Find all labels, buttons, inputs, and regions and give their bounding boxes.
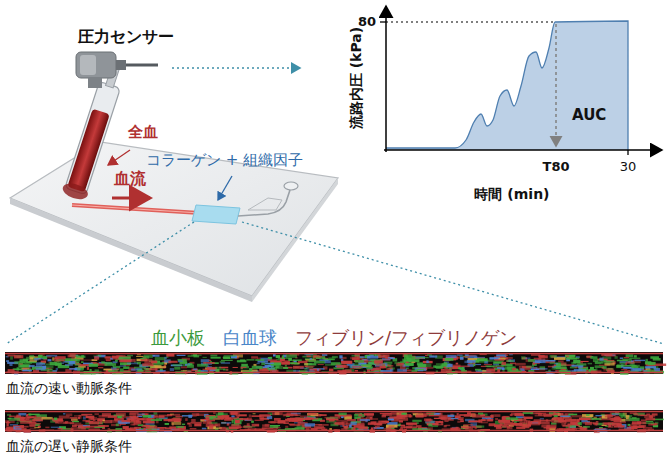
auc-area <box>386 21 628 150</box>
text-label: 血流の遅い静脈条件 <box>6 438 132 454</box>
flow-arrow <box>112 197 150 200</box>
legend-entry: 白血球 <box>223 327 277 348</box>
text-label: 圧力センサー <box>78 28 174 46</box>
collagen-region <box>192 205 240 224</box>
fluorescence-strip <box>5 410 664 433</box>
signal-arrow <box>172 67 300 69</box>
legend: 血小板白血球フィブリン/フィブリノゲン <box>0 326 668 350</box>
axis-tick: 30 <box>620 160 637 175</box>
legend-entry: フィブリン/フィブリノゲン <box>295 327 517 348</box>
text-label: 血流の速い動脈条件 <box>6 380 132 396</box>
text-label: 血流 <box>114 170 146 188</box>
chip-slide <box>10 142 338 302</box>
text-label: コラーゲン + 組織因子 <box>146 152 303 169</box>
text-label: 流路内圧 (kPa) <box>348 27 364 129</box>
leader-line <box>108 150 130 165</box>
zoom-line <box>6 222 194 344</box>
zoom-line <box>242 222 664 344</box>
axis-tick: 80 <box>358 15 376 30</box>
fluorescence-strip <box>5 352 666 375</box>
legend-entry: 血小板 <box>151 327 205 348</box>
text-label: AUC <box>572 107 606 124</box>
text-label: 時間 (min) <box>474 186 549 202</box>
pressure-chart <box>380 6 662 155</box>
channel <box>72 205 200 213</box>
text-label: 全血 <box>128 124 158 141</box>
leader-line <box>218 176 232 200</box>
text-label: T80 <box>543 160 570 175</box>
pressure-curve <box>386 21 628 150</box>
pressure-sensor <box>76 52 158 88</box>
